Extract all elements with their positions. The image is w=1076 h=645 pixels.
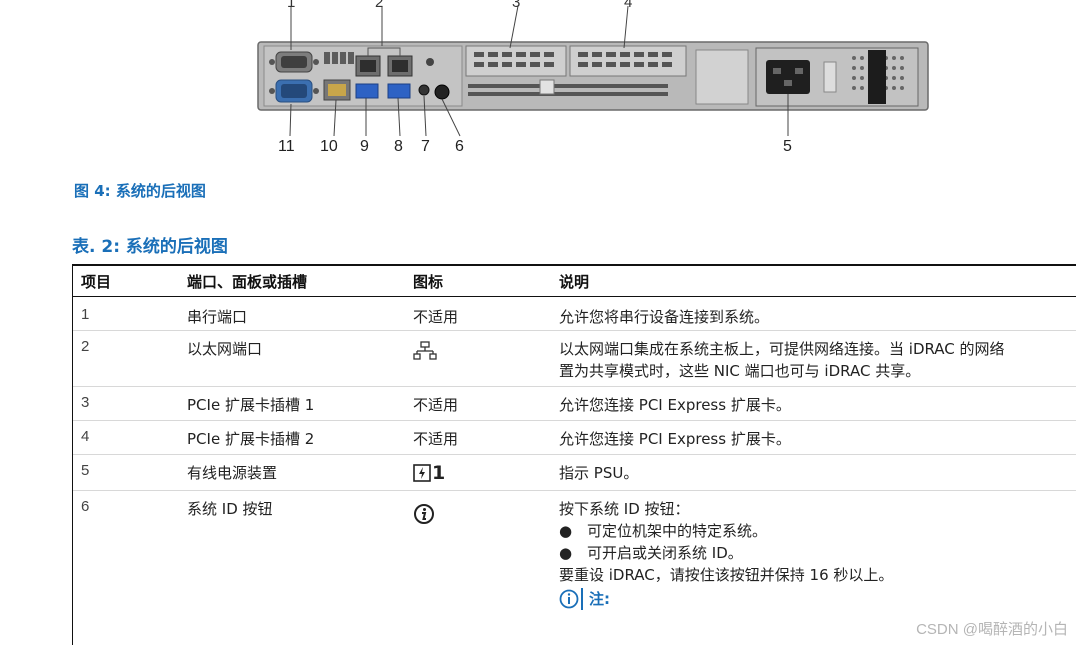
row-port: 以太网端口	[187, 340, 263, 358]
row-item: 6	[81, 498, 90, 515]
header-port: 端口、面板或插槽	[187, 273, 308, 291]
table-caption: 表. 2: 系统的后视图	[72, 237, 228, 257]
vga-port-icon	[269, 79, 319, 103]
row-description: 允许您将串行设备连接到系统。	[559, 308, 770, 326]
psu-table-icon: 1	[413, 462, 445, 484]
header-item: 项目	[81, 273, 112, 291]
pcie-slot-2-icon	[569, 45, 687, 77]
table-row: 2 以太网端口 以太网端口集成在系统主板上，可提供网络连接。当 iDRAC 的网…	[73, 330, 1076, 387]
pcie-slot-1-icon	[465, 45, 567, 77]
ethernet-ports-icon	[355, 47, 413, 77]
system-id-button-icon	[434, 84, 450, 100]
row-description: 指示 PSU。	[559, 464, 639, 482]
row-port: 串行端口	[187, 308, 248, 326]
note-label: 注:	[589, 590, 610, 608]
row-description: 以太网端口集成在系统主板上，可提供网络连接。当 iDRAC 的网络 置为共享模式…	[559, 340, 1005, 380]
psu-icon-suffix: 1	[432, 462, 446, 484]
row-icon-text: 不适用	[413, 308, 459, 326]
row-description: 允许您连接 PCI Express 扩展卡。	[559, 396, 791, 414]
callout-9: 9	[360, 138, 369, 155]
bullet-item: ●可开启或关闭系统 ID。	[559, 544, 743, 562]
callout-4: 4	[624, 0, 633, 11]
bullet-item: ●可定位机架中的特定系统。	[559, 522, 768, 540]
row-icon-text: 不适用	[413, 396, 459, 414]
table-row: 4 PCIe 扩展卡插槽 2 不适用 允许您连接 PCI Express 扩展卡…	[73, 420, 1076, 455]
header-icon: 图标	[413, 273, 444, 291]
callout-6: 6	[455, 138, 464, 155]
callout-3: 3	[512, 0, 521, 11]
network-icon	[413, 341, 437, 365]
callout-2: 2	[375, 0, 384, 11]
table-row: 5 有线电源装置 1 指示 PSU。	[73, 454, 1076, 491]
row-port: PCIe 扩展卡插槽 1	[187, 396, 315, 414]
row-description: 允许您连接 PCI Express 扩展卡。	[559, 430, 791, 448]
callout-7: 7	[421, 138, 430, 155]
idrac-port-icon	[323, 79, 351, 101]
figure-caption: 图 4: 系统的后视图	[74, 182, 206, 200]
row-item: 1	[81, 306, 90, 323]
psu-icon	[755, 47, 919, 107]
info-icon	[559, 589, 579, 609]
table-row: 1 串行端口 不适用 允许您将串行设备连接到系统。	[73, 298, 1076, 331]
system-id-led-icon	[418, 84, 430, 96]
row-item: 2	[81, 338, 90, 355]
note-callout: 注:	[559, 588, 1076, 610]
rear-view-table: 项目 端口、面板或插槽 图标 说明 1 串行端口 不适用 允许您将串行设备连接到…	[72, 264, 1076, 645]
table-header-row: 项目 端口、面板或插槽 图标 说明	[73, 266, 1076, 297]
table-row: 6 系统 ID 按钮 按下系统 ID 按钮： ●可定位机架中的特定系统。 ●可开…	[73, 490, 1076, 645]
callout-10: 10	[320, 138, 338, 155]
header-description: 说明	[559, 273, 590, 291]
table-row: 3 PCIe 扩展卡插槽 1 不适用 允许您连接 PCI Express 扩展卡…	[73, 386, 1076, 421]
serial-port-icon	[269, 51, 319, 73]
row-port: PCIe 扩展卡插槽 2	[187, 430, 315, 448]
system-id-icon	[413, 503, 435, 529]
callout-1: 1	[287, 0, 296, 11]
rear-view-figure: 1 2 3 4 11 10 9 8 7 6 5	[236, 0, 946, 162]
row-item: 4	[81, 428, 90, 445]
usb-ports-icon	[355, 83, 411, 99]
row-icon-text: 不适用	[413, 430, 459, 448]
row-port: 系统 ID 按钮	[187, 500, 273, 518]
callout-11: 11	[278, 138, 295, 155]
server-rear-illustration	[257, 5, 929, 137]
watermark: CSDN @喝醉酒的小白	[916, 621, 1068, 638]
callout-8: 8	[394, 138, 403, 155]
row-port: 有线电源装置	[187, 464, 278, 482]
row-description: 按下系统 ID 按钮： ●可定位机架中的特定系统。 ●可开启或关闭系统 ID。 …	[559, 498, 1076, 610]
row-item: 5	[81, 462, 90, 479]
row-item: 3	[81, 394, 90, 411]
callout-5: 5	[783, 138, 792, 155]
